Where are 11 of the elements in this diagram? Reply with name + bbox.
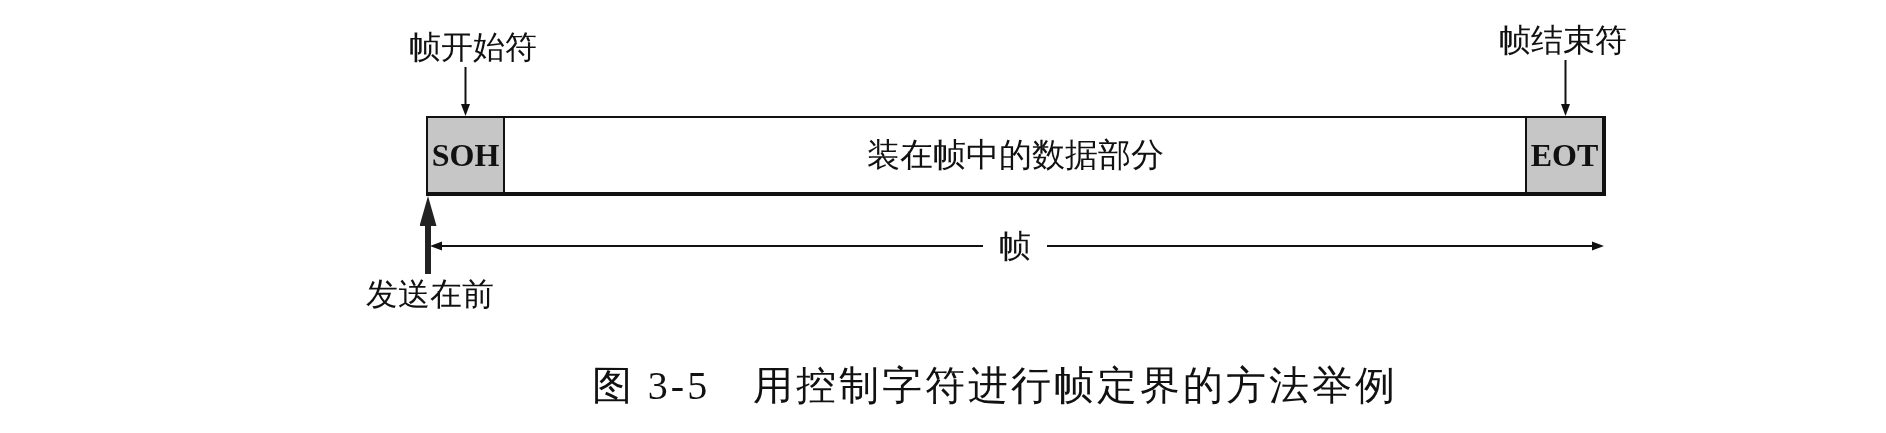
dimension-label: 帧	[999, 227, 1031, 266]
figure-caption: 图 3-5 用控制字符进行帧定界的方法举例	[591, 362, 1399, 410]
arrow	[461, 66, 470, 116]
callout-label: 帧开始符	[409, 27, 537, 67]
callout-label: 帧结束符	[1499, 20, 1627, 60]
data-field-box: 装在帧中的数据部分	[505, 116, 1525, 196]
bold-arrow	[419, 196, 437, 274]
control-char-box: EOT	[1525, 116, 1606, 196]
callout-label: 发送在前	[366, 274, 494, 314]
arrow	[1561, 59, 1570, 116]
control-char-box: SOH	[426, 116, 505, 196]
